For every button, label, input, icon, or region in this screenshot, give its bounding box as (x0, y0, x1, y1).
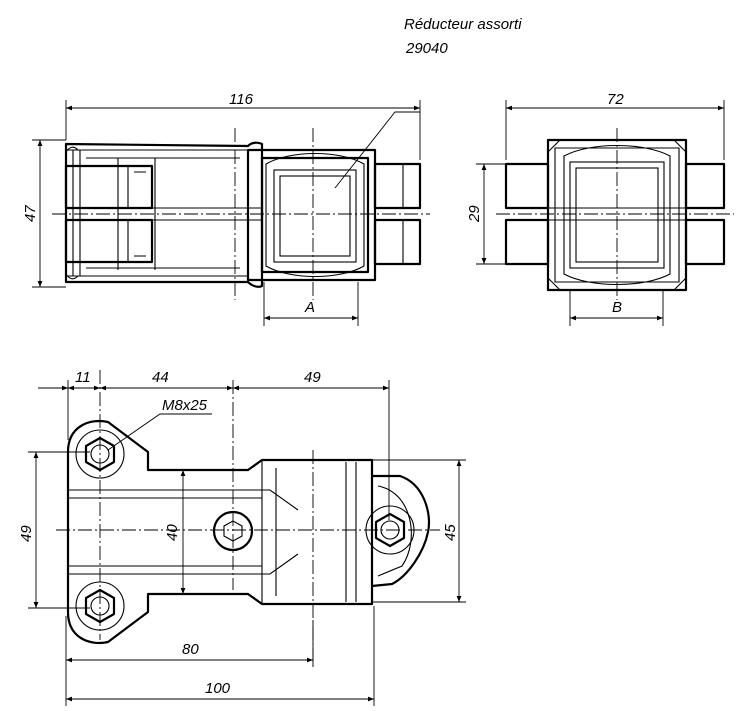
screw-spec: M8x25 (162, 397, 208, 414)
reducer-note-line1: Réducteur assorti (404, 16, 522, 33)
dim-plan-100: 100 (205, 680, 231, 697)
dim-plan-49-top: 49 (304, 369, 321, 386)
dim-plan-40: 40 (164, 524, 181, 541)
reducer-note-line2: 29040 (405, 40, 448, 57)
bottom-plan-view (28, 370, 466, 706)
dim-plan-49-left: 49 (18, 525, 35, 542)
dim-ref-b: B (612, 299, 622, 316)
dim-ref-a: A (304, 299, 315, 316)
dim-top-right-height: 29 (466, 205, 483, 223)
top-left-view (32, 100, 430, 326)
dim-top-right-width: 72 (607, 91, 624, 108)
dim-plan-44: 44 (152, 369, 169, 386)
dim-top-left-width: 116 (229, 91, 254, 108)
dim-plan-11: 11 (75, 369, 91, 386)
top-right-view (476, 100, 734, 326)
dim-top-left-height: 47 (22, 205, 39, 222)
dim-plan-80: 80 (182, 641, 199, 658)
dim-plan-45: 45 (442, 524, 459, 541)
